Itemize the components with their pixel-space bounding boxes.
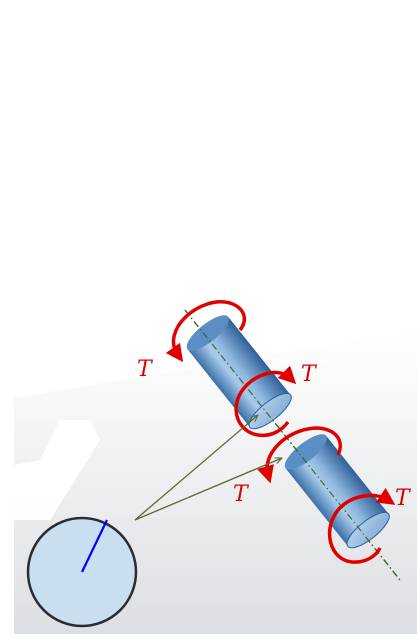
pointer-line-lower (134, 458, 282, 521)
torque-arrow-lower-left (257, 426, 342, 484)
lower-shaft-segment (284, 434, 390, 549)
torque-arrow-top-left (165, 300, 247, 363)
torque-label-right-lower: T (395, 486, 412, 511)
torque-arrow-upper-right (234, 365, 297, 438)
torque-label-left-upper: T (137, 357, 154, 382)
cross-section-radius (81, 519, 108, 573)
pointer-line-upper (134, 415, 258, 521)
torque-label-right-upper: T (301, 362, 318, 387)
upper-shaft-segment (186, 315, 292, 430)
background-white-shape (14, 420, 100, 520)
torque-arrow-bottom-right (327, 487, 396, 564)
torque-label-left-lower: T (233, 482, 250, 507)
